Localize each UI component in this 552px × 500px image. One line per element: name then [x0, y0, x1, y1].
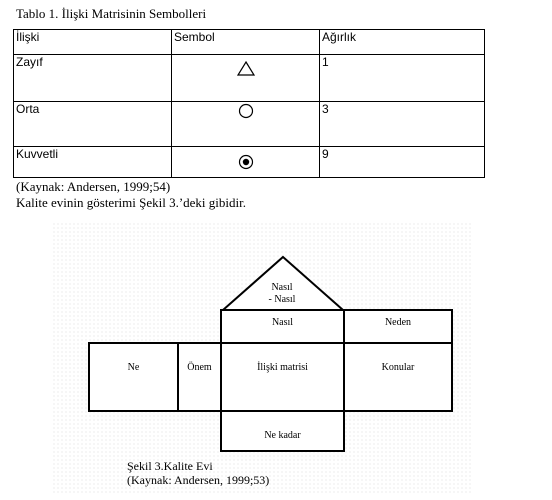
cell-symbol: [171, 101, 320, 147]
triangle-icon: [236, 60, 255, 76]
table-header-row: İlişki Sembol Ağırlık: [13, 29, 485, 55]
cell-weight: 3: [319, 101, 485, 147]
how-box: Nasıl: [220, 309, 345, 344]
header-relation: İlişki: [13, 29, 172, 55]
figure-caption-source: (Kaynak: Andersen, 1999;53): [127, 473, 270, 487]
importance-box: Önem: [177, 342, 222, 412]
cell-symbol: [171, 146, 320, 178]
header-weight: Ağırlık: [319, 29, 485, 55]
topics-label: Konular: [381, 362, 415, 373]
table-row: Orta 3: [13, 101, 485, 147]
cell-weight: 1: [319, 54, 485, 102]
what-label: Ne: [127, 362, 140, 373]
importance-label: Önem: [187, 362, 212, 373]
figure-caption-title: Şekil 3.Kalite Evi: [127, 459, 213, 473]
how-label: Nasıl: [271, 317, 294, 328]
cell-relation: Orta: [13, 101, 172, 147]
table-row: Kuvvetli 9: [13, 146, 485, 178]
what-box: Ne: [88, 342, 179, 412]
table-row: Zayıf 1: [13, 54, 485, 102]
relationship-matrix-box: İlişki matrisi: [220, 342, 345, 412]
relationship-symbols-table: İlişki Sembol Ağırlık Zayıf 1 Orta 3 Kuv…: [13, 29, 485, 178]
how-much-box: Ne kadar: [220, 410, 345, 452]
figure-caption: Şekil 3.Kalite Evi (Kaynak: Andersen, 19…: [127, 459, 269, 487]
header-symbol: Sembol: [171, 29, 320, 55]
body-text: Kalite evinin gösterimi Şekil 3.’deki gi…: [16, 195, 246, 210]
circle-icon: [238, 103, 253, 119]
cell-relation: Kuvvetli: [13, 146, 172, 178]
why-box: Neden: [343, 309, 453, 344]
cell-symbol: [171, 54, 320, 102]
table-source: (Kaynak: Andersen, 1999;54): [16, 179, 171, 194]
relationship-matrix-label: İlişki matrisi: [257, 362, 308, 373]
roof-label: Nasıl - Nasıl: [246, 282, 318, 306]
cell-weight: 9: [319, 146, 485, 178]
cell-relation: Zayıf: [13, 54, 172, 102]
topics-box: Konular: [343, 342, 453, 412]
how-much-label: Ne kadar: [264, 430, 301, 441]
roof-label-line1: Nasıl: [271, 282, 293, 293]
roof-label-line2: - Nasıl: [268, 294, 296, 305]
why-label: Neden: [384, 317, 412, 328]
double-circle-icon: [238, 154, 253, 170]
table-caption: Tablo 1. İlişki Matrisinin Sembolleri: [16, 6, 207, 21]
